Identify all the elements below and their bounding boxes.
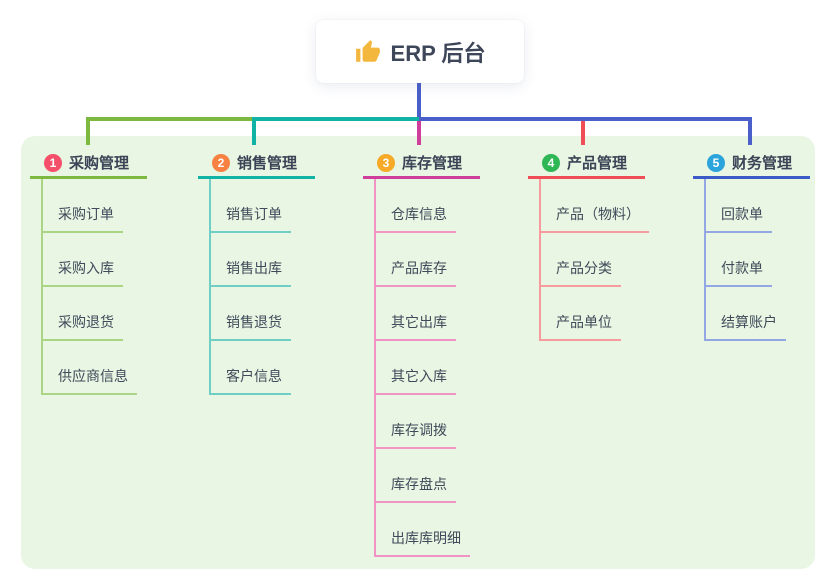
badge-1: 1 xyxy=(44,153,62,172)
child-node: 仓库信息 xyxy=(363,179,503,233)
child-purchase-inbound[interactable]: 采购入库 xyxy=(41,258,123,287)
child-node: 库存盘点 xyxy=(363,449,503,503)
branches-panel xyxy=(21,136,815,569)
child-label: 库存盘点 xyxy=(391,476,447,492)
connector-drop-inventory xyxy=(417,121,421,145)
child-purchase-return[interactable]: 采购退货 xyxy=(41,312,123,341)
child-label: 其它出库 xyxy=(391,314,447,330)
child-purchase-order[interactable]: 采购订单 xyxy=(41,204,123,233)
child-sales-return[interactable]: 销售退货 xyxy=(209,312,291,341)
child-outbound-detail[interactable]: 出库库明细 xyxy=(374,528,470,557)
child-node: 销售出库 xyxy=(198,233,338,287)
child-node: 产品单位 xyxy=(528,287,668,341)
branch-label: 采购管理 xyxy=(69,155,130,172)
branch-vline xyxy=(704,179,706,340)
child-label: 其它入库 xyxy=(391,368,447,384)
child-label: 产品（物料） xyxy=(556,206,640,222)
child-label: 销售退货 xyxy=(226,314,282,330)
child-label: 回款单 xyxy=(721,206,763,222)
branch-inventory: 3 库存管理 仓库信息 产品库存 其它出库 其它入库 库存调拨 库存盘点 出库库… xyxy=(363,149,503,557)
child-sales-order[interactable]: 销售订单 xyxy=(209,204,291,233)
branch-purchase-title[interactable]: 1 采购管理 xyxy=(30,149,147,179)
child-node: 产品分类 xyxy=(528,233,668,287)
branch-label: 产品管理 xyxy=(567,155,628,172)
child-receipt-bill[interactable]: 回款单 xyxy=(704,204,772,233)
child-product-material[interactable]: 产品（物料） xyxy=(539,204,649,233)
child-warehouse-info[interactable]: 仓库信息 xyxy=(374,204,456,233)
child-label: 出库库明细 xyxy=(391,530,461,546)
child-label: 产品库存 xyxy=(391,260,447,276)
child-label: 结算账户 xyxy=(721,314,777,330)
branch-label: 财务管理 xyxy=(732,155,793,172)
child-node: 结算账户 xyxy=(693,287,833,341)
root-label: ERP 后台 xyxy=(390,40,486,66)
child-label: 产品分类 xyxy=(556,260,612,276)
child-other-inbound[interactable]: 其它入库 xyxy=(374,366,456,395)
branch-label: 库存管理 xyxy=(402,155,463,172)
child-label: 客户信息 xyxy=(226,368,282,384)
child-label: 供应商信息 xyxy=(58,368,128,384)
child-settlement-account[interactable]: 结算账户 xyxy=(704,312,786,341)
branch-sales-title[interactable]: 2 销售管理 xyxy=(198,149,315,179)
badge-5: 5 xyxy=(707,153,725,172)
child-label: 销售出库 xyxy=(226,260,282,276)
branch-inventory-title[interactable]: 3 库存管理 xyxy=(363,149,480,179)
child-node: 产品（物料） xyxy=(528,179,668,233)
badge-3: 3 xyxy=(377,153,395,172)
child-label: 采购退货 xyxy=(58,314,114,330)
badge-4: 4 xyxy=(542,153,560,172)
connector-drop-sales xyxy=(252,117,256,145)
connector-drop-purchase xyxy=(86,117,90,145)
connector-bus-teal xyxy=(254,117,419,121)
branch-product-title[interactable]: 4 产品管理 xyxy=(528,149,645,179)
thumbs-up-icon xyxy=(355,39,381,65)
child-node: 出库库明细 xyxy=(363,503,503,557)
child-node: 采购退货 xyxy=(30,287,170,341)
child-node: 供应商信息 xyxy=(30,341,170,395)
branch-vline xyxy=(374,179,376,556)
child-product-unit[interactable]: 产品单位 xyxy=(539,312,621,341)
badge-2: 2 xyxy=(212,153,230,172)
connector-stem xyxy=(417,82,421,119)
child-other-outbound[interactable]: 其它出库 xyxy=(374,312,456,341)
child-sales-outbound[interactable]: 销售出库 xyxy=(209,258,291,287)
child-stock-transfer[interactable]: 库存调拨 xyxy=(374,420,456,449)
branch-product: 4 产品管理 产品（物料） 产品分类 产品单位 xyxy=(528,149,668,341)
branch-purchase: 1 采购管理 采购订单 采购入库 采购退货 供应商信息 xyxy=(30,149,170,395)
child-node: 销售订单 xyxy=(198,179,338,233)
child-node: 采购订单 xyxy=(30,179,170,233)
child-node: 其它出库 xyxy=(363,287,503,341)
branch-finance-title[interactable]: 5 财务管理 xyxy=(693,149,810,179)
child-label: 仓库信息 xyxy=(391,206,447,222)
child-product-stock[interactable]: 产品库存 xyxy=(374,258,456,287)
child-node: 付款单 xyxy=(693,233,833,287)
child-node: 客户信息 xyxy=(198,341,338,395)
child-node: 库存调拨 xyxy=(363,395,503,449)
child-supplier-info[interactable]: 供应商信息 xyxy=(41,366,137,395)
child-label: 付款单 xyxy=(721,260,763,276)
child-label: 采购订单 xyxy=(58,206,114,222)
connector-bus-green xyxy=(86,117,254,121)
child-node: 采购入库 xyxy=(30,233,170,287)
root-node[interactable]: ERP 后台 xyxy=(316,20,524,83)
child-label: 销售订单 xyxy=(226,206,282,222)
child-node: 销售退货 xyxy=(198,287,338,341)
child-stock-count[interactable]: 库存盘点 xyxy=(374,474,456,503)
child-customer-info[interactable]: 客户信息 xyxy=(209,366,291,395)
child-label: 产品单位 xyxy=(556,314,612,330)
connector-drop-product xyxy=(581,121,585,145)
child-node: 回款单 xyxy=(693,179,833,233)
child-label: 库存调拨 xyxy=(391,422,447,438)
child-node: 其它入库 xyxy=(363,341,503,395)
child-product-category[interactable]: 产品分类 xyxy=(539,258,621,287)
branch-label: 销售管理 xyxy=(237,155,298,172)
child-label: 采购入库 xyxy=(58,260,114,276)
branch-sales: 2 销售管理 销售订单 销售出库 销售退货 客户信息 xyxy=(198,149,338,395)
child-node: 产品库存 xyxy=(363,233,503,287)
connector-drop-finance xyxy=(748,117,752,145)
connector-bus-blue xyxy=(419,117,752,121)
branch-finance: 5 财务管理 回款单 付款单 结算账户 xyxy=(693,149,833,341)
child-payment-bill[interactable]: 付款单 xyxy=(704,258,772,287)
branch-vline xyxy=(539,179,541,340)
